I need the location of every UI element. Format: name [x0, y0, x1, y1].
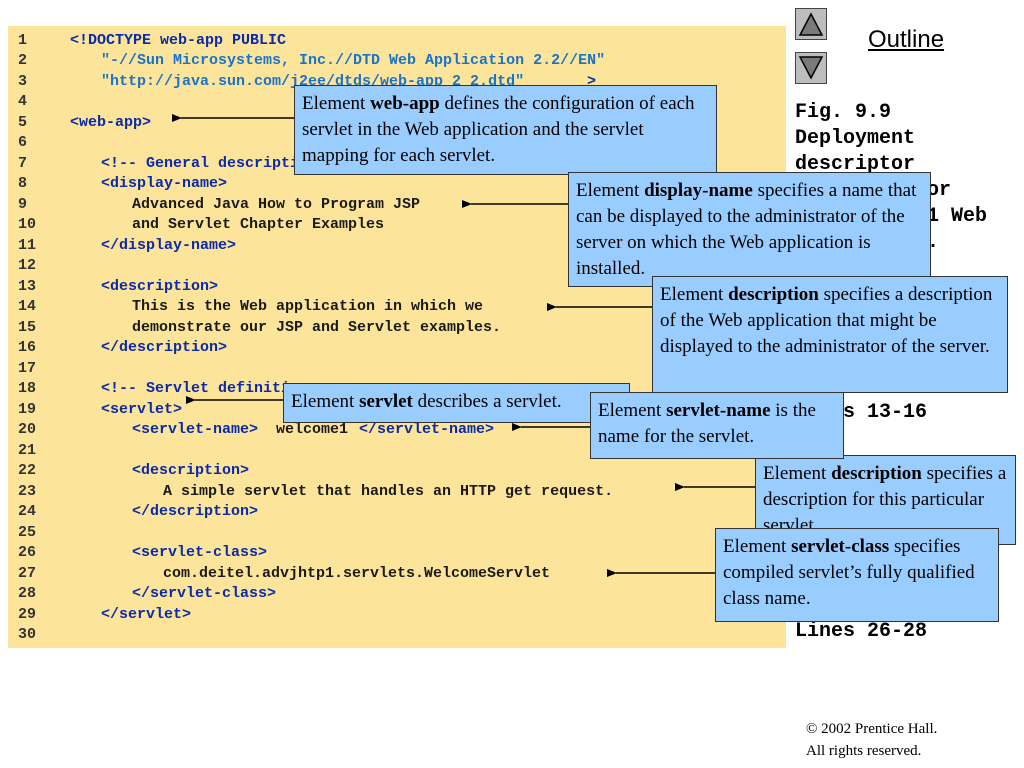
callout-web-app: Element web-app defines the configuratio…: [294, 85, 717, 175]
line-number: 23: [18, 483, 37, 500]
line-number: 17: [18, 360, 37, 377]
line-number: 1: [18, 32, 28, 49]
line-number: 24: [18, 503, 37, 520]
callout-keyword: servlet-name: [666, 400, 771, 421]
code-text: </description>: [132, 503, 259, 520]
line-number: 29: [18, 606, 37, 623]
line-number: 8: [18, 175, 28, 192]
code-text: and Servlet Chapter Examples: [132, 216, 385, 233]
callout-text: specifies a description of the Web appli…: [660, 284, 993, 357]
code-text: <!DOCTYPE web-app PUBLIC: [70, 32, 287, 49]
callout-keyword: web-app: [370, 93, 440, 114]
code-text: >: [587, 73, 597, 90]
line-number: 21: [18, 442, 37, 459]
callout-text: Element: [660, 284, 729, 305]
code-text: </servlet>: [101, 606, 192, 623]
line-number: 14: [18, 298, 37, 315]
code-text: <servlet-class>: [132, 544, 268, 561]
code-text: This is the Web application in which we: [132, 298, 484, 315]
line-number: 3: [18, 73, 28, 90]
callout-keyword: description: [831, 463, 922, 484]
line-number: 9: [18, 196, 28, 213]
line-number: 6: [18, 134, 28, 151]
line-number: 13: [18, 278, 37, 295]
callout-keyword: description: [728, 284, 819, 305]
code-text: </servlet-class>: [132, 585, 277, 602]
callout-keyword: servlet: [359, 391, 413, 412]
lines-reference: Lines 26-28: [795, 620, 928, 643]
callout-text: Element: [598, 400, 667, 421]
callout-display-name: Element display-name specifies a name th…: [568, 172, 931, 287]
callout-text: Element: [763, 463, 832, 484]
code-text: <display-name>: [101, 175, 228, 192]
copyright-line: © 2002 Prentice Hall.: [806, 721, 938, 737]
callout-text: Element: [302, 93, 371, 114]
callout-servlet-class: Element servlet-class specifies compiled…: [715, 528, 999, 622]
callout-description: Element description specifies a descript…: [652, 276, 1008, 393]
line-number: 27: [18, 565, 37, 582]
line-number: 16: [18, 339, 37, 356]
line-number: 18: [18, 380, 37, 397]
callout-servlet: Element servlet describes a servlet.: [283, 383, 630, 423]
line-number: 2: [18, 52, 28, 69]
triangle-down-icon: [798, 56, 824, 80]
callout-text: Element: [576, 180, 645, 201]
code-text: "-//Sun Microsystems, Inc.//DTD Web Appl…: [101, 52, 606, 69]
callout-text: Element: [723, 536, 792, 557]
code-text: <web-app>: [70, 114, 152, 131]
line-number: 22: [18, 462, 37, 479]
line-number: 30: [18, 626, 37, 643]
callout-text: Element: [291, 391, 360, 412]
line-number: 12: [18, 257, 37, 274]
next-slide-button[interactable]: [795, 52, 827, 84]
code-text: demonstrate our JSP and Servlet examples…: [132, 319, 502, 336]
line-number: 25: [18, 524, 37, 541]
callout-text: describes a servlet.: [412, 391, 562, 412]
callout-keyword: servlet-class: [791, 536, 890, 557]
code-text: welcome1: [276, 421, 349, 438]
outline-link[interactable]: Outline: [868, 26, 945, 53]
line-number: 20: [18, 421, 37, 438]
previous-slide-button[interactable]: [795, 8, 827, 40]
copyright-notice: © 2002 Prentice Hall. All rights reserve…: [806, 718, 937, 762]
code-text: <description>: [101, 278, 219, 295]
line-number: 4: [18, 93, 28, 110]
code-text: <servlet-name>: [132, 421, 259, 438]
callout-text: specifies compiled servlet’s fully quali…: [723, 536, 975, 609]
callout-keyword: display-name: [644, 180, 753, 201]
code-text: com.deitel.advjhtp1.servlets.WelcomeServ…: [163, 565, 551, 582]
line-number: 26: [18, 544, 37, 561]
line-number: 10: [18, 216, 37, 233]
triangle-up-icon: [798, 12, 824, 36]
callout-text: specifies a name that can be displayed t…: [576, 180, 917, 279]
code-text: </description>: [101, 339, 228, 356]
line-number: 28: [18, 585, 37, 602]
code-text: A simple servlet that handles an HTTP ge…: [163, 483, 614, 500]
callout-text: defines the configuration of each servle…: [302, 93, 695, 166]
code-text: Advanced Java How to Program JSP: [132, 196, 421, 213]
copyright-line: All rights reserved.: [806, 743, 922, 759]
line-number: 5: [18, 114, 28, 131]
callout-servlet-name: Element servlet-name is the name for the…: [590, 392, 844, 459]
line-number: 15: [18, 319, 37, 336]
line-number: 11: [18, 237, 37, 254]
callout-text: is the name for the servlet.: [598, 400, 816, 447]
code-text: </display-name>: [101, 237, 237, 254]
line-number: 7: [18, 155, 28, 172]
code-text: <description>: [132, 462, 250, 479]
line-number: 19: [18, 401, 37, 418]
code-text: </servlet-name>: [359, 421, 495, 438]
code-text: <servlet>: [101, 401, 183, 418]
